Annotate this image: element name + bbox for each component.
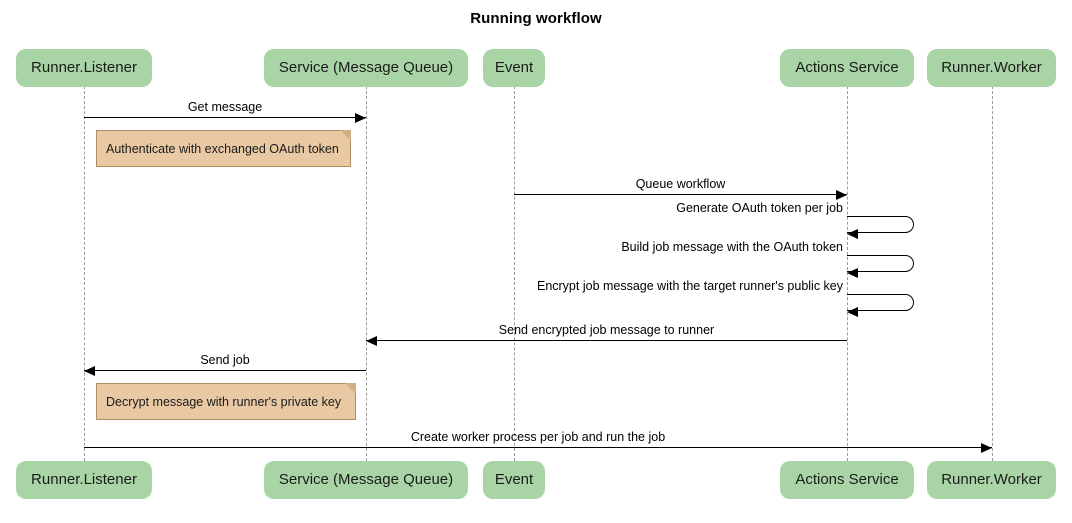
authenticate-note-text: Authenticate with exchanged OAuth token (106, 141, 339, 156)
actor-runner-worker[interactable]: Runner.Worker (927, 49, 1056, 87)
lifeline-event (514, 86, 515, 461)
actor-bottom-actions-service[interactable]: Actions Service (780, 461, 914, 499)
message-label-queue-workflow: Queue workflow (635, 177, 726, 191)
message-label-get-message: Get message (187, 100, 263, 114)
self-loop-encrypt-job-message (847, 294, 914, 311)
arrow-head-send-job (84, 366, 95, 376)
lifeline-runner-listener (84, 86, 85, 461)
self-message-label-build-job-message: Build job message with the OAuth token (621, 240, 843, 254)
actor-service-message-queue[interactable]: Service (Message Queue) (264, 49, 468, 87)
actor-actions-service[interactable]: Actions Service (780, 49, 914, 87)
message-label-send-job: Send job (200, 353, 250, 367)
actor-bottom-runner-worker[interactable]: Runner.Worker (927, 461, 1056, 499)
message-label-send-encrypted-job-message: Send encrypted job message to runner (498, 323, 715, 337)
actor-bottom-service-message-queue[interactable]: Service (Message Queue) (264, 461, 468, 499)
message-line-send-job (84, 370, 366, 371)
message-line-queue-workflow (514, 194, 847, 195)
arrow-head-generate-oauth-token (847, 229, 858, 239)
actor-bottom-event[interactable]: Event (483, 461, 545, 499)
note-fold-icon (345, 383, 356, 394)
self-message-label-encrypt-job-message: Encrypt job message with the target runn… (536, 279, 843, 293)
lifeline-runner-worker (992, 86, 993, 461)
decrypt-note-text: Decrypt message with runner's private ke… (106, 394, 342, 409)
arrow-head-create-worker-process (981, 443, 992, 453)
arrow-head-send-encrypted-job-message (366, 336, 377, 346)
note-fold-icon (340, 130, 351, 141)
message-line-create-worker-process (84, 447, 992, 448)
decrypt-note: Decrypt message with runner's private ke… (96, 383, 356, 420)
arrow-head-get-message (355, 113, 366, 123)
arrow-head-build-job-message (847, 268, 858, 278)
page-title: Running workflow (470, 10, 602, 27)
actor-event[interactable]: Event (483, 49, 545, 87)
actor-runner-listener[interactable]: Runner.Listener (16, 49, 152, 87)
self-message-label-generate-oauth-token: Generate OAuth token per job (676, 201, 843, 215)
arrow-head-queue-workflow (836, 190, 847, 200)
message-label-create-worker-process: Create worker process per job and run th… (410, 430, 666, 444)
message-line-get-message (84, 117, 366, 118)
lifeline-service-message-queue (366, 86, 367, 461)
self-loop-build-job-message (847, 255, 914, 272)
message-line-send-encrypted-job-message (366, 340, 847, 341)
actor-bottom-runner-listener[interactable]: Runner.Listener (16, 461, 152, 499)
arrow-head-encrypt-job-message (847, 307, 858, 317)
authenticate-note: Authenticate with exchanged OAuth token (96, 130, 351, 167)
self-loop-generate-oauth-token (847, 216, 914, 233)
